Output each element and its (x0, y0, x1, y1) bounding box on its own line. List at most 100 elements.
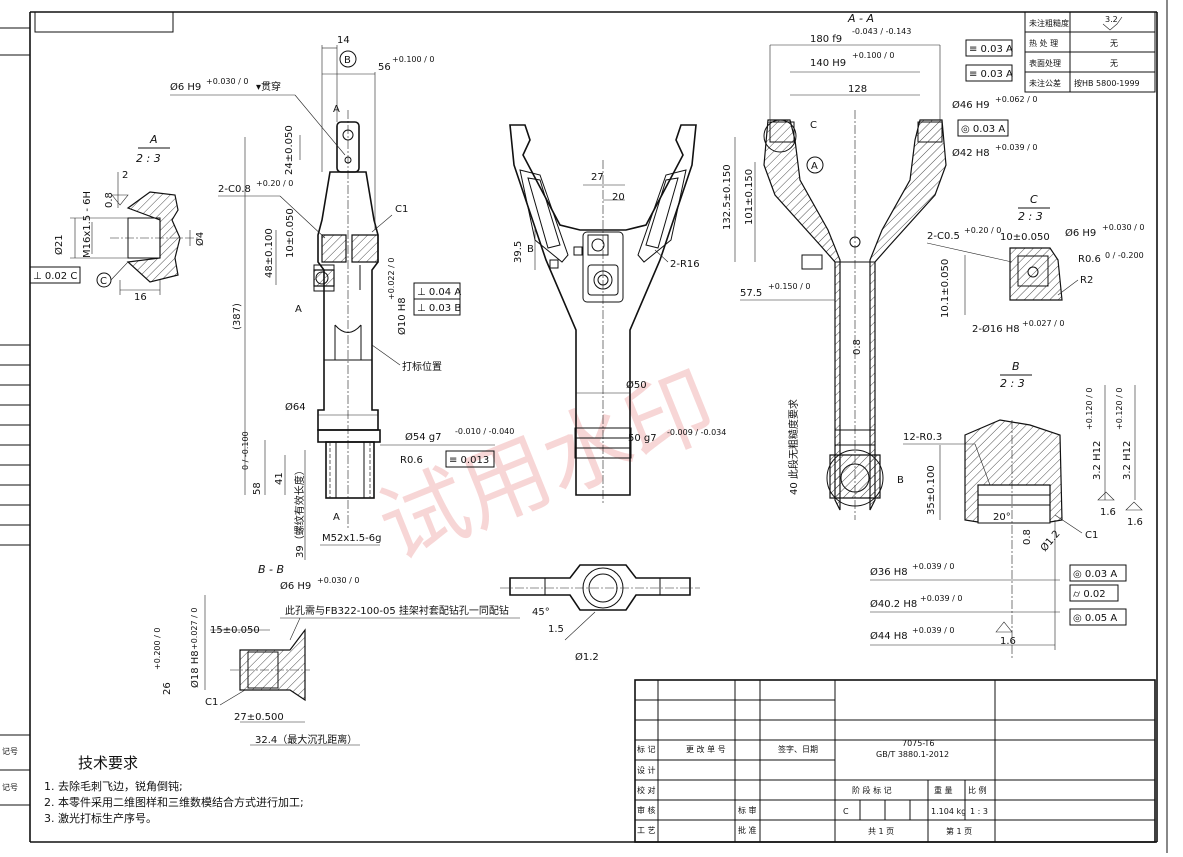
tb-weight-val: 1.104 kg (931, 807, 966, 816)
dim-41: 41 (274, 472, 285, 485)
dim-c-10-1: 10.1±0.050 (940, 259, 951, 318)
datum-b: B (344, 55, 351, 66)
dim-b-d36-tol: +0.039 / 0 (912, 562, 954, 571)
left-margin-mark2: 记号 (2, 783, 18, 792)
bb-c1: C1 (205, 697, 218, 708)
view-a-side: A (295, 304, 302, 315)
detail-a-view: A 2 : 3 Ø21 M16x1.5 - 6H Ø4 0.8 2 16 ⊥ 0… (29, 133, 206, 303)
gtol-aa1: ≡ 0.03 A (969, 44, 1013, 55)
tb-approve: 批 准 (738, 825, 757, 835)
dim-39-5: 39.5 (513, 241, 524, 263)
dim-c-r2: R2 (1080, 275, 1093, 286)
detail-a-m16: M16x1.5 - 6H (82, 191, 93, 258)
dim-b-ra16b: 1.6 (1127, 517, 1143, 528)
spec-label: 热 处 理 (1029, 38, 1058, 48)
dim-b-d44: Ø44 H8 (870, 630, 908, 642)
dim-132-5: 132.5±0.150 (722, 164, 733, 230)
tb-scale-val: 1 : 3 (970, 807, 988, 816)
tb-std-check: 标 审 (738, 805, 757, 815)
dim-d46-tol: +0.062 / 0 (995, 95, 1037, 104)
mark-position: 打标位置 (402, 360, 442, 373)
label-b: B (527, 244, 534, 255)
tech-heading: 技术要求 (78, 754, 138, 772)
dim-140-tol: +0.100 / 0 (852, 51, 894, 60)
dim-d10h8-tol: +0.022 / 0 (387, 258, 396, 300)
dim-b-32a-tol: +0.120 / 0 (1085, 388, 1094, 430)
dim-c-chamfer-tol: +0.20 / 0 (964, 226, 1001, 235)
dim-b-20deg: 20° (993, 512, 1011, 523)
spec-value: 3.2 (1105, 15, 1118, 24)
spec-table: 未注粗糙度 3.2 热 处 理 无 表面处理 无 未注公差 按HB 5800-1… (1024, 11, 1156, 93)
dim-c-d16h8-tol: +0.027 / 0 (1022, 319, 1064, 328)
top-d12: Ø1.2 (575, 651, 599, 663)
dim-58: 58 (252, 482, 263, 495)
dim-chamfer: 2-C0.8 (218, 184, 251, 195)
dim-24: 24±0.050 (284, 125, 295, 175)
gtol-perp-a: ⊥ 0.04 A (417, 287, 461, 298)
dim-180: 180 f9 (810, 34, 842, 45)
dim-d54g7-tol: -0.010 / -0.040 (455, 427, 514, 436)
detail-a-label: A (149, 133, 158, 146)
section-aa-label: A - A (847, 12, 874, 25)
tb-review: 审 核 (637, 805, 656, 815)
dim-d46: Ø46 H9 (952, 99, 990, 111)
detail-c-view: C 2 : 3 2-C0.5 +0.20 / 0 10±0.050 Ø6 H9 … (926, 193, 1144, 335)
dim-d50: Ø50 (626, 379, 647, 391)
tb-sign: 签字、日期 (778, 744, 818, 754)
dim-c-10: 10±0.050 (1000, 232, 1050, 243)
dim-r06: R0.6 (400, 455, 423, 466)
bb-d26: 26 (162, 682, 173, 695)
gtol-b3: ◎ 0.05 A (1073, 613, 1117, 624)
label-b-section: B (897, 475, 904, 486)
section-aa-view: A - A 180 f9 -0.043 / -0.143 140 H9 +0.1… (722, 12, 1037, 520)
dim-180-tol: -0.043 / -0.143 (852, 27, 911, 36)
front-view: 27 20 B 39.5 2-R16 Ø50 50 g7 -0.009 / -0… (509, 124, 726, 505)
spec-value: 按HB 5800-1999 (1074, 78, 1140, 88)
tech-item: 3. 激光打标生产序号。 (44, 811, 157, 825)
tb-scale: 比 例 (968, 785, 987, 795)
section-bb-label: B - B (258, 563, 284, 576)
dim-r16: 2-R16 (670, 259, 700, 270)
dim-20: 20 (612, 192, 625, 203)
dim-d6h9-tol: +0.030 / 0 (206, 77, 248, 86)
dim-c1: C1 (395, 204, 408, 215)
tb-process: 工 艺 (637, 826, 656, 835)
gtol-aa2: ≡ 0.03 A (969, 69, 1013, 80)
dim-b-d44-tol: +0.039 / 0 (912, 626, 954, 635)
dim-50g7: 50 g7 (628, 433, 657, 444)
section-bb-view: B - B Ø6 H9 +0.030 / 0 此孔需与FB322-100-05 … (153, 563, 520, 746)
datum-c: C (100, 276, 107, 287)
dim-57-5: 57.5 (740, 288, 762, 299)
top-d15: 1.5 (548, 624, 564, 635)
dim-through: ▾贯穿 (256, 80, 281, 93)
spec-label: 表面处理 (1029, 58, 1061, 68)
dim-27: 27 (591, 172, 604, 183)
dim-56: 56 (378, 62, 391, 73)
dim-d42-tol: +0.039 / 0 (995, 143, 1037, 152)
dim-387: (387) (232, 303, 243, 330)
left-margin-mark1: 记号 (2, 747, 18, 756)
dim-140: 140 H9 (810, 58, 846, 69)
dim-d10h8: Ø10 H8 (396, 297, 408, 335)
gtol-aa3: ◎ 0.03 A (961, 124, 1005, 135)
roughness-icon (1102, 16, 1123, 31)
dim-b-ra16c: 1.6 (1000, 636, 1016, 647)
dim-b-32b: 3.2 H12 (1122, 441, 1133, 480)
bb-d6h9-tol: +0.030 / 0 (317, 576, 359, 585)
view-a-top: A (333, 104, 340, 115)
dim-d42: Ø42 H8 (952, 147, 990, 159)
label-c: C (810, 120, 817, 131)
detail-b-view: B 2 : 3 12-R0.3 35±0.100 3.2 H12 +0.120 … (870, 360, 1143, 660)
dim-50g7-tol: -0.009 / -0.034 (667, 428, 726, 437)
detail-a-d4: Ø4 (194, 232, 206, 246)
gtol-b1: ◎ 0.03 A (1073, 569, 1117, 580)
detail-b-label: B (1012, 360, 1020, 373)
bb-d27: 27±0.500 (234, 712, 284, 723)
detail-c-label: C (1030, 193, 1038, 206)
detail-a-v16: 16 (134, 292, 147, 303)
tb-design: 设 计 (637, 765, 656, 775)
spec-label: 未注粗糙度 (1029, 18, 1069, 28)
datum-a: A (811, 161, 818, 172)
tech-requirements: 技术要求 1. 去除毛刺飞边，锐角倒钝; 2. 本零件采用二维图样和三维数模结合… (44, 754, 304, 825)
